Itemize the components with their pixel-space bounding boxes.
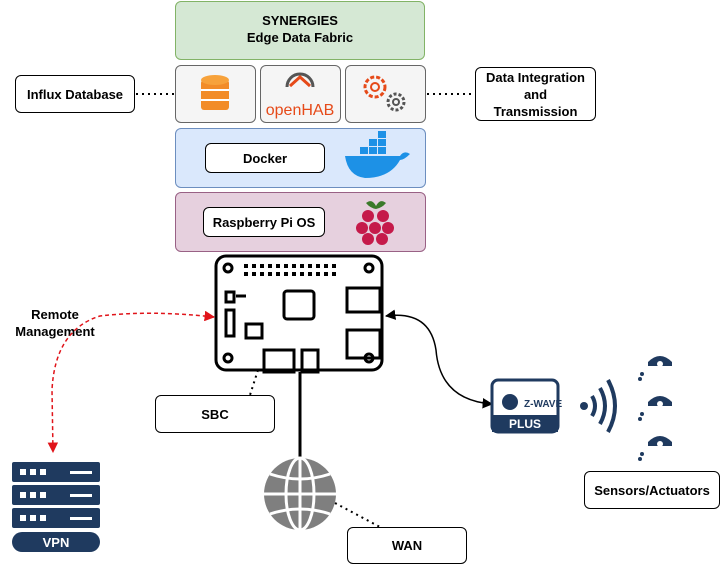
docker-label-box: Docker	[205, 143, 325, 173]
integration-label-box: Data Integration and Transmission	[475, 67, 596, 121]
integration-label: Data Integration and Transmission	[486, 69, 585, 119]
sensors-label-box: Sensors/Actuators	[584, 471, 720, 509]
synergies-line1: SYNERGIES	[262, 13, 338, 28]
zwave-link-arrow	[384, 309, 494, 409]
remote-management-arrow	[47, 310, 216, 454]
svg-text:openHAB: openHAB	[266, 102, 335, 119]
os-label-box: Raspberry Pi OS	[203, 207, 325, 237]
integration-tile	[345, 65, 426, 123]
zwave-plus-text: PLUS	[509, 417, 541, 431]
wireless-signal-icon	[580, 379, 617, 433]
openhab-logo-text: openHAB	[266, 102, 335, 119]
vpn-label: VPN	[43, 535, 70, 550]
globe-icon	[264, 456, 336, 532]
docker-label: Docker	[242, 150, 288, 166]
raspberry-pi-icon	[356, 201, 394, 245]
svg-text:VPN: VPN	[43, 535, 70, 550]
openhab-logo-icon: openHAB	[266, 72, 335, 119]
sensor-icon	[638, 356, 672, 461]
gears-icon	[363, 75, 406, 112]
wan-connector	[334, 502, 381, 528]
sbc-gpio-pins	[244, 264, 336, 276]
wan-label: WAN	[391, 538, 423, 553]
wan-label-box: WAN	[347, 527, 467, 564]
synergies-layer	[175, 1, 425, 60]
synergies-line2: Edge Data Fabric	[246, 30, 354, 45]
synergies-title: SYNERGIES Edge Data Fabric	[175, 12, 425, 46]
sbc-board-icon	[214, 254, 384, 374]
zwave-logo-text: Z-WAVE	[524, 399, 562, 410]
database-icon	[201, 75, 229, 110]
sbc-connector	[249, 369, 259, 396]
vpn-server-icon: VPN	[12, 462, 100, 552]
docker-whale-icon	[345, 131, 410, 178]
os-label: Raspberry Pi OS	[212, 214, 316, 230]
svg-text:PLUS: PLUS	[509, 417, 541, 431]
svg-text:Z-WAVE: Z-WAVE	[524, 399, 562, 410]
influx-label: Influx Database	[26, 86, 124, 102]
sensors-label: Sensors/Actuators	[594, 482, 710, 498]
influx-label-box: Influx Database	[15, 75, 135, 113]
zwave-plus-logo-icon: Z-WAVE PLUS	[490, 378, 562, 434]
